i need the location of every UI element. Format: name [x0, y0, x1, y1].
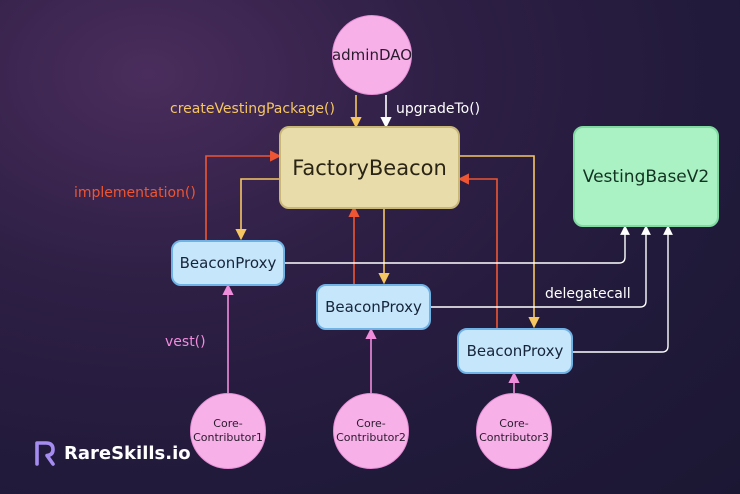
- core-contributor-2-label: Core-Contributor2: [336, 416, 406, 444]
- core-contributor-3-node: Core-Contributor3: [476, 393, 552, 469]
- admin-dao-node: adminDAO: [332, 15, 412, 95]
- brand-logo: RareSkills.io: [34, 440, 191, 466]
- admin-dao-label: adminDAO: [331, 46, 413, 64]
- beacon-proxy-3-label: BeaconProxy: [466, 342, 564, 360]
- delegatecall-arrow-3: [573, 225, 673, 353]
- create-vesting-package-label: createVestingPackage(): [170, 101, 335, 117]
- core-contributor-1-node: Core-Contributor1: [190, 393, 266, 469]
- core-contributor-2-node: Core-Contributor2: [333, 393, 409, 469]
- vesting-base-label: VestingBaseV2: [582, 166, 710, 187]
- deploy-arrow-3: [460, 155, 540, 329]
- deploy-arrow-1: [235, 178, 279, 241]
- factory-beacon-node: FactoryBeacon: [279, 126, 460, 209]
- core-contributor-3-label: Core-Contributor3: [479, 416, 549, 444]
- upgrade-to-label: upgradeTo(): [396, 101, 481, 117]
- core-contributor-1-label: Core-Contributor1: [193, 416, 263, 444]
- implementation-arrow-1: [205, 150, 282, 240]
- beacon-proxy-1-label: BeaconProxy: [179, 254, 277, 272]
- vesting-base-node: VestingBaseV2: [573, 126, 719, 227]
- beacon-proxy-2-node: BeaconProxy: [316, 284, 431, 330]
- rareskills-logo-icon: [35, 441, 55, 466]
- beacon-proxy-1-node: BeaconProxy: [171, 240, 285, 286]
- beacon-proxy-2-label: BeaconProxy: [325, 298, 422, 316]
- delegatecall-arrow-1: [285, 225, 630, 264]
- beacon-proxy-3-node: BeaconProxy: [457, 328, 573, 374]
- implementation-arrow-3: [457, 173, 498, 328]
- vest-label: vest(): [165, 334, 206, 350]
- delegatecall-arrow-2: [431, 225, 651, 308]
- brand-name: RareSkills.io: [64, 442, 191, 464]
- delegatecall-label: delegatecall: [545, 286, 631, 302]
- factory-beacon-label: FactoryBeacon: [292, 155, 447, 180]
- implementation-label: implementation(): [74, 185, 196, 201]
